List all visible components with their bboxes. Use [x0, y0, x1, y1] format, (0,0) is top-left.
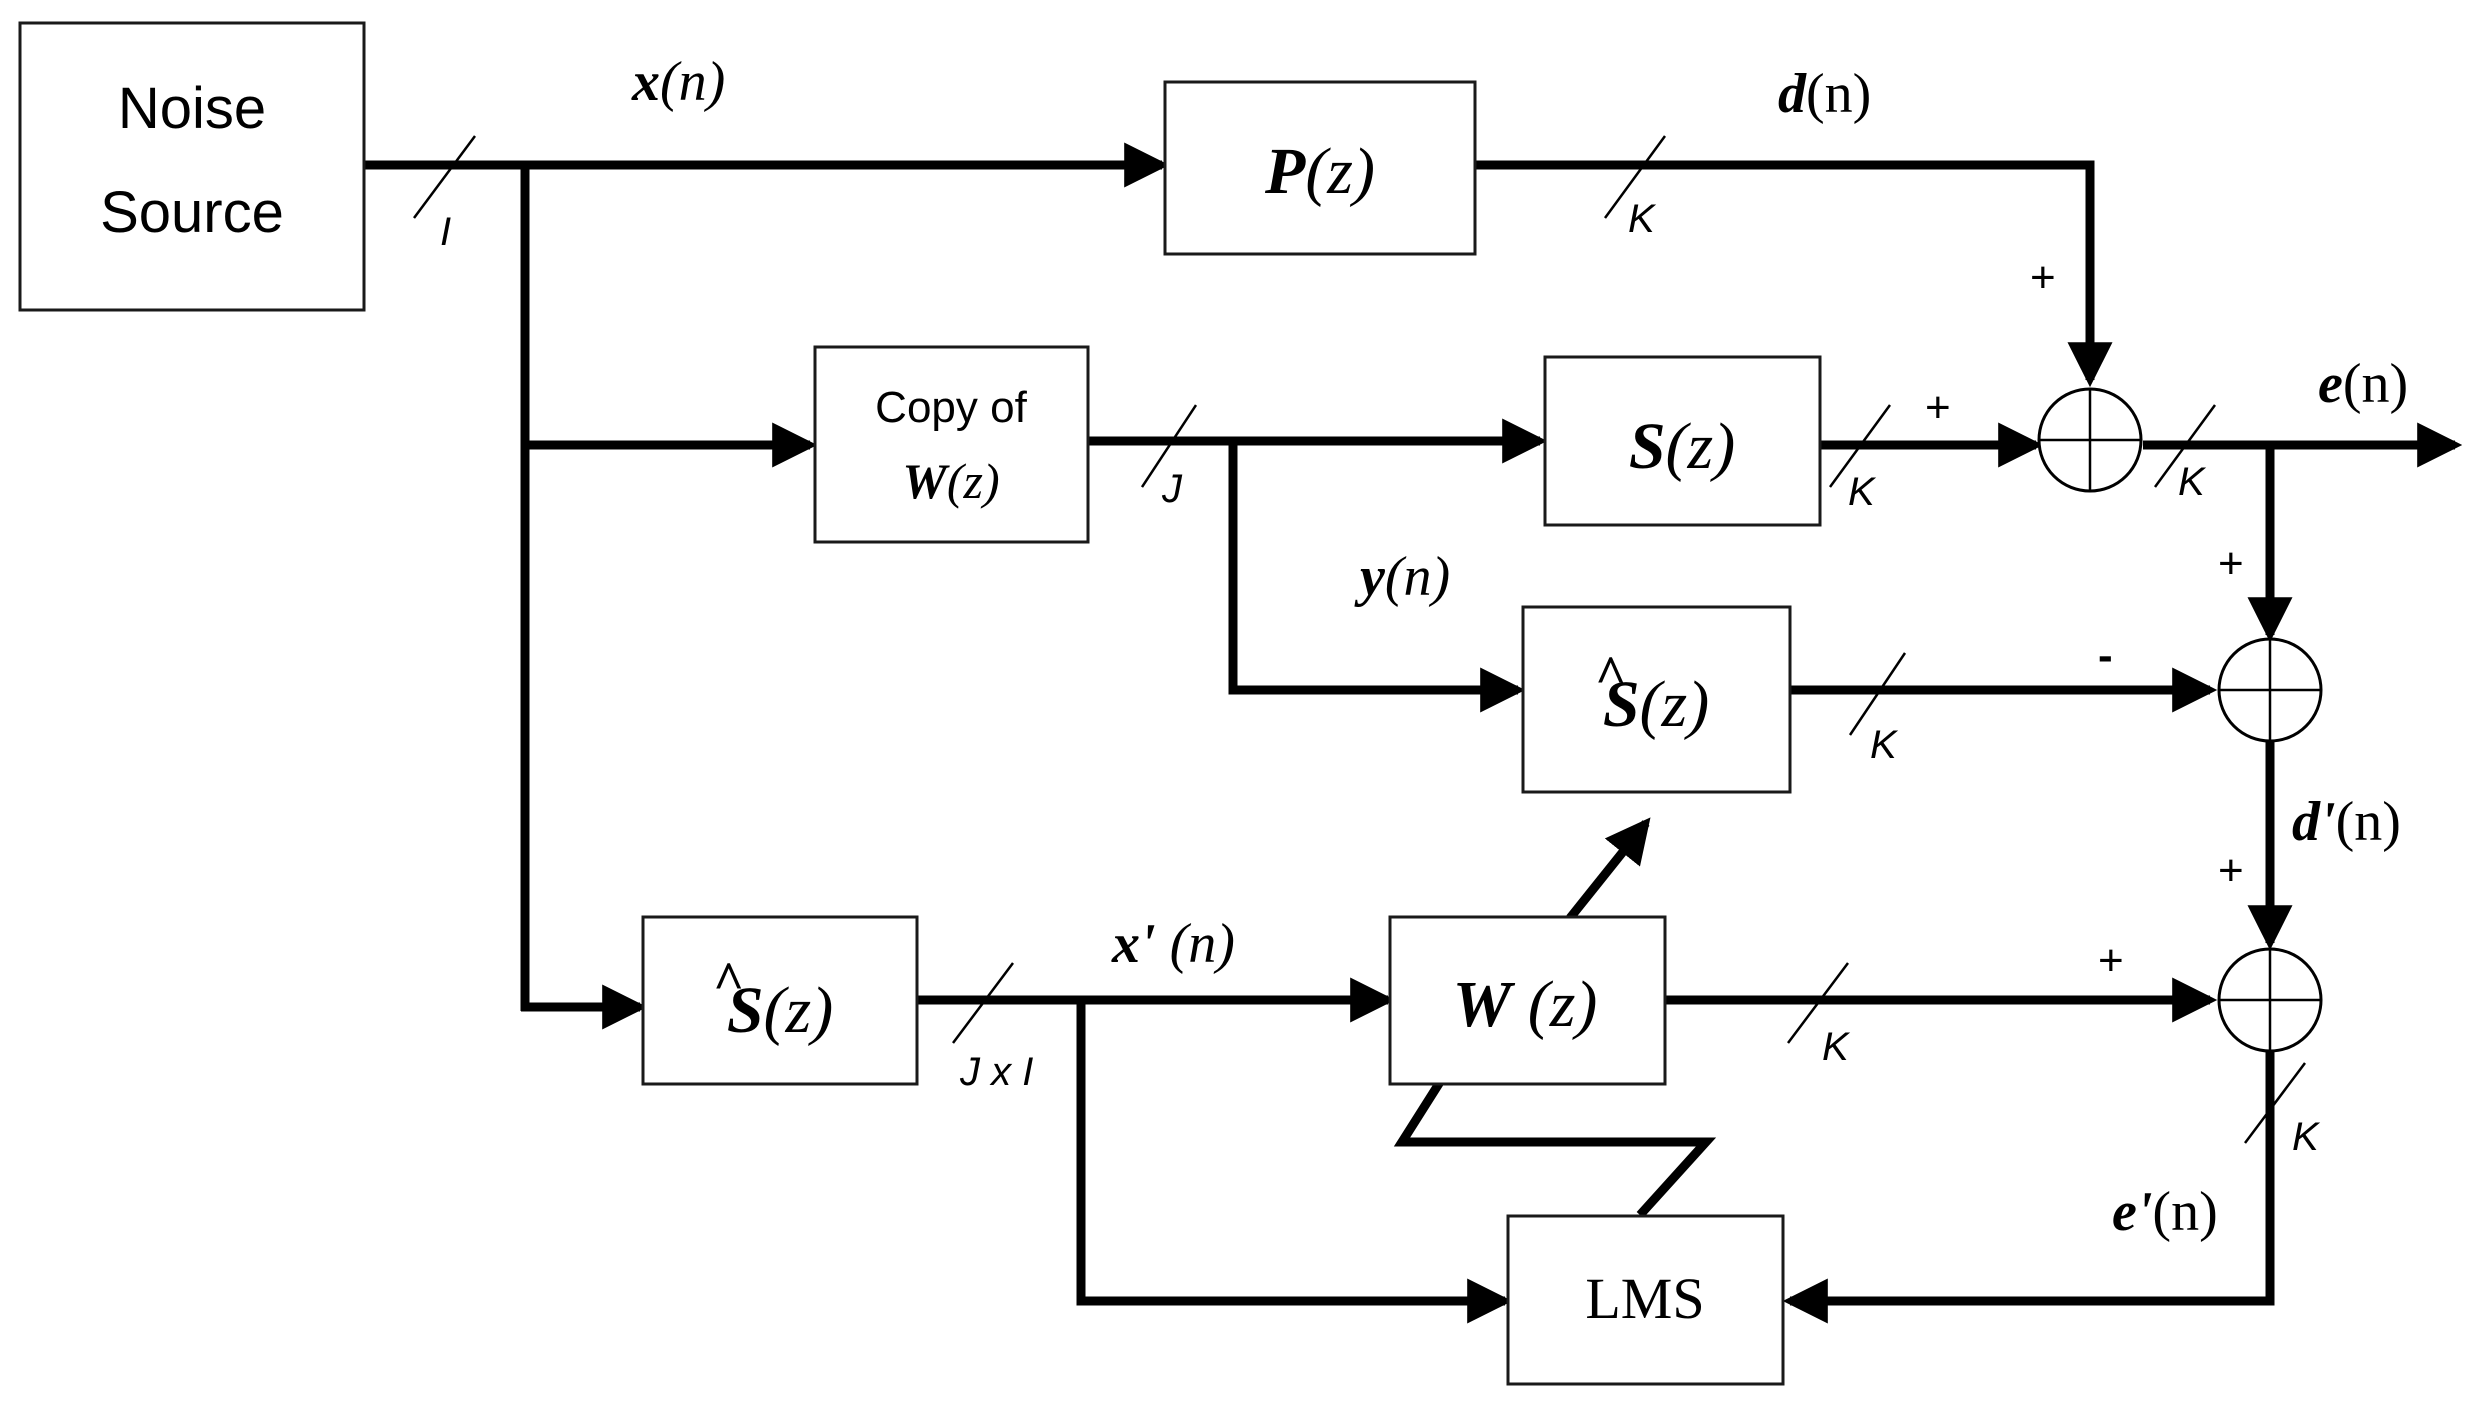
wire-lms-adapt	[1393, 1079, 1717, 1219]
hat-icon: ^	[1595, 645, 1626, 705]
dim-label-copy: J	[1161, 467, 1183, 511]
sign-sum3-top: +	[2218, 846, 2244, 895]
summing-junction-2	[2217, 637, 2323, 743]
sign-sum3-left: +	[2098, 936, 2124, 985]
lms-block: LMS	[1506, 1214, 1785, 1386]
dim-label-estimate: K	[1870, 723, 1899, 767]
wire-adapt-arrow	[1566, 817, 1651, 921]
dim-label-control: K	[1822, 1025, 1851, 1069]
primary-path-block: P(z)	[1163, 80, 1477, 256]
control-filter-label: W (z)	[1453, 968, 1598, 1041]
secondary-estimate-upper-block: S(z) ^	[1521, 605, 1792, 794]
sign-sum2-left: -	[2098, 631, 2113, 680]
summing-junction-3	[2217, 947, 2323, 1053]
primary-path-label: P(z)	[1264, 135, 1375, 208]
hat-icon: ^	[713, 951, 744, 1011]
dim-label-secondary: K	[1848, 470, 1877, 514]
control-filter-block: W (z)	[1388, 915, 1667, 1086]
copy-of-label: Copy of	[875, 383, 1027, 432]
signal-label-d: d(n)	[1778, 63, 1871, 125]
signal-label-x-prime: x' (n)	[1111, 913, 1235, 975]
noise-source-label-1: Noise	[118, 76, 266, 141]
secondary-estimate-lower-block: S(z) ^	[641, 915, 919, 1086]
signal-label-e: e(n)	[2318, 353, 2408, 415]
signal-label-d-prime: d'(n)	[2292, 791, 2401, 853]
copy-of-control-filter-block: Copy of W(z)	[813, 345, 1090, 544]
wire-x-prime-to-lms	[1076, 996, 1513, 1324]
dimension-ticks	[412, 135, 2306, 1144]
noise-source-block: Noise Source	[18, 21, 366, 312]
wire-e-prime	[1782, 1050, 2275, 1324]
dim-label-primary: K	[1628, 197, 1657, 241]
lms-label: LMS	[1585, 1266, 1704, 1331]
wire-y-branch	[1228, 437, 1526, 713]
wire-d	[1475, 160, 2113, 388]
signal-label-e-prime: e'(n)	[2112, 1181, 2218, 1243]
sign-sum2-top: +	[2218, 539, 2244, 588]
secondary-estimate-lower-label: S(z)	[727, 974, 833, 1047]
dim-label-lms-error: K	[2292, 1115, 2321, 1159]
dim-label-source: I	[440, 210, 451, 254]
secondary-path-block: S(z)	[1543, 355, 1822, 527]
secondary-estimate-upper-label: S(z)	[1603, 668, 1709, 741]
dim-label-error: K	[2178, 460, 2207, 504]
noise-source-label-2: Source	[100, 180, 284, 245]
signal-wires	[364, 142, 2463, 1324]
sign-sum1-left: +	[1925, 383, 1951, 432]
signal-label-y: y(n)	[1354, 546, 1450, 608]
signal-label-x: x(n)	[631, 51, 725, 113]
summing-junction-1	[2037, 387, 2143, 493]
copy-filter-label: W(z)	[902, 453, 999, 509]
secondary-path-label: S(z)	[1629, 410, 1735, 483]
sign-sum1-top: +	[2030, 253, 2056, 302]
dim-label-filtered-ref: J x I	[959, 1050, 1033, 1094]
